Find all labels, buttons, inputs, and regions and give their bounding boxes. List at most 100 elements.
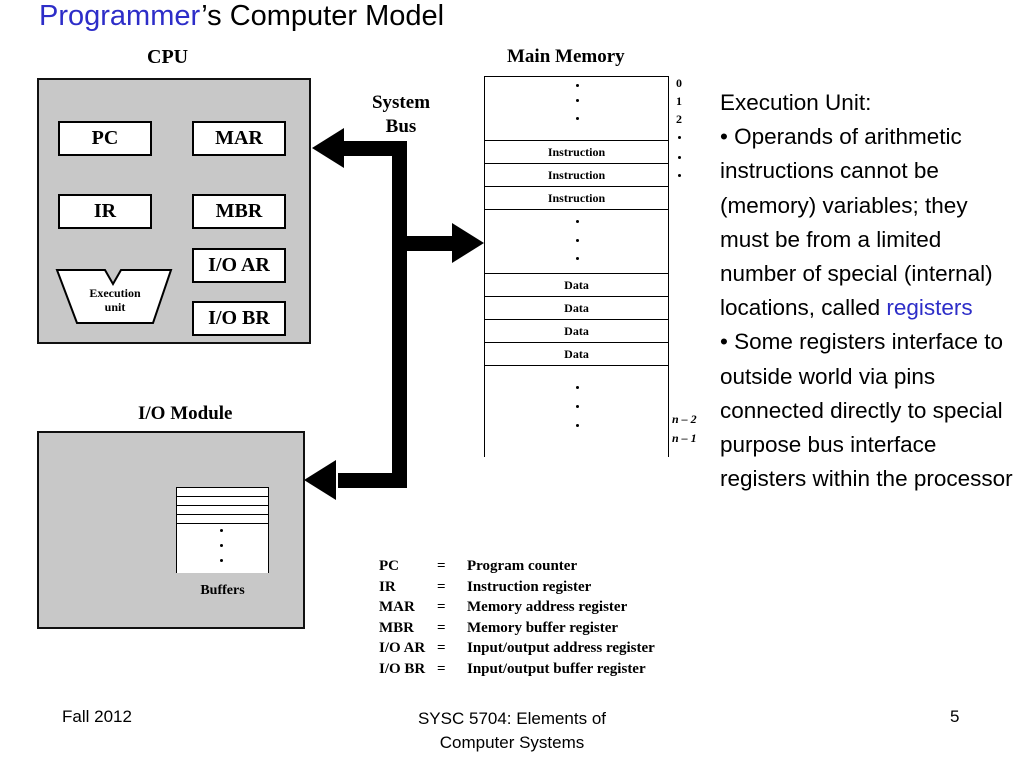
footer-course-line2: Computer Systems bbox=[439, 733, 585, 752]
memory-dot bbox=[576, 386, 579, 389]
legend-eq: = bbox=[437, 640, 446, 656]
buffer-slot bbox=[176, 523, 269, 573]
buffer-dot bbox=[220, 529, 223, 532]
memory-instruction-row: Instruction bbox=[485, 163, 668, 186]
execution-unit-line2: unit bbox=[104, 300, 126, 314]
legend-row: I/O BR = Input/output buffer register bbox=[379, 659, 655, 680]
buffer-slot bbox=[176, 487, 269, 496]
execution-unit-notes: Execution Unit: • Operands of arithmetic… bbox=[720, 86, 1020, 496]
legend-abbr: IR bbox=[379, 578, 396, 595]
memory-data-row: Data bbox=[485, 342, 668, 365]
address-dot bbox=[678, 174, 681, 177]
buffer-slot bbox=[176, 505, 269, 514]
legend-eq: = bbox=[437, 599, 446, 615]
legend-desc: Program counter bbox=[467, 558, 578, 574]
memory-dot bbox=[576, 424, 579, 427]
main-memory-label: Main Memory bbox=[507, 46, 625, 67]
address-1: 1 bbox=[676, 94, 682, 108]
address-n-1: n – 1 bbox=[672, 431, 697, 445]
io-module-label: I/O Module bbox=[138, 403, 233, 424]
buffer-dot bbox=[220, 544, 223, 547]
address-2: 2 bbox=[676, 112, 682, 126]
memory-instruction-row: Instruction bbox=[485, 186, 668, 209]
legend-desc: Instruction register bbox=[467, 578, 592, 595]
memory-divider bbox=[485, 365, 668, 366]
arrow-to-memory bbox=[452, 223, 484, 263]
buffer-dot bbox=[220, 559, 223, 562]
address-dot bbox=[678, 156, 681, 159]
title-accent: Programmer bbox=[39, 0, 202, 32]
arrow-to-cpu bbox=[312, 128, 344, 168]
title-rest: ’s Computer Model bbox=[201, 0, 445, 32]
address-0: 0 bbox=[676, 76, 682, 90]
memory-dot bbox=[576, 257, 579, 260]
memory-instruction-row: Instruction bbox=[485, 140, 668, 163]
buffer-slot bbox=[176, 496, 269, 505]
buffers-block: Buffers bbox=[176, 487, 269, 607]
legend-desc: Input/output address register bbox=[467, 640, 655, 656]
footer-date: Fall 2012 bbox=[62, 707, 132, 726]
bus-branch-io bbox=[338, 473, 400, 488]
notes-bullet-registers: • Operands of arithmetic instructions ca… bbox=[720, 120, 1020, 325]
cpu-label: CPU bbox=[147, 46, 189, 68]
register-legend: PC = Program counter IR = Instruction regist… bbox=[379, 556, 655, 679]
address-n-2: n – 2 bbox=[672, 412, 697, 426]
memory-dot bbox=[576, 99, 579, 102]
legend-abbr: PC bbox=[379, 558, 399, 574]
legend-desc: Input/output buffer register bbox=[467, 660, 646, 677]
footer-course: SYSC 5704: Elements of Computer Systems bbox=[362, 707, 662, 755]
slide-title: Programmer’s Computer Model bbox=[39, 0, 444, 33]
memory-dot bbox=[576, 239, 579, 242]
execution-unit-shape bbox=[55, 269, 173, 324]
legend-row: IR = Instruction register bbox=[379, 577, 655, 598]
legend-eq: = bbox=[437, 578, 446, 595]
memory-dot bbox=[576, 220, 579, 223]
notes-bullet1-text: • Operands of arithmetic instructions ca… bbox=[720, 124, 993, 321]
footer-page-number: 5 bbox=[950, 707, 960, 726]
memory-divider bbox=[485, 209, 668, 210]
system-bus-label: System Bus bbox=[362, 91, 440, 139]
notes-heading: Execution Unit: bbox=[720, 90, 872, 115]
legend-eq: = bbox=[437, 558, 446, 574]
legend-row: MAR = Memory address register bbox=[379, 597, 655, 618]
execution-unit-label: Execution unit bbox=[78, 286, 152, 314]
legend-row: I/O AR = Input/output address register bbox=[379, 638, 655, 659]
notes-bullet-interface: • Some registers interface to outside wo… bbox=[720, 329, 1013, 492]
system-bus-line1: System bbox=[371, 92, 431, 113]
bus-branch-memory bbox=[400, 236, 456, 251]
legend-abbr: I/O BR bbox=[379, 660, 426, 677]
arrow-to-io bbox=[304, 460, 336, 500]
legend-desc: Memory address register bbox=[467, 599, 628, 615]
system-bus-line2: Bus bbox=[385, 116, 417, 137]
memory-dot bbox=[576, 84, 579, 87]
address-dot bbox=[678, 136, 681, 139]
bus-branch-cpu bbox=[338, 141, 400, 156]
buffers-label: Buffers bbox=[200, 583, 245, 598]
mbr-register: MBR bbox=[192, 194, 286, 229]
pc-register: PC bbox=[58, 121, 152, 156]
mar-register: MAR bbox=[192, 121, 286, 156]
memory-data-row: Data bbox=[485, 296, 668, 319]
footer-course-line1: SYSC 5704: Elements of bbox=[417, 709, 607, 728]
legend-eq: = bbox=[437, 660, 446, 677]
ioar-register: I/O AR bbox=[192, 248, 286, 283]
legend-abbr: MBR bbox=[379, 619, 414, 636]
legend-desc: Memory buffer register bbox=[467, 619, 619, 636]
legend-row: MBR = Memory buffer register bbox=[379, 618, 655, 639]
iobr-register: I/O BR bbox=[192, 301, 286, 336]
bus-vertical-line bbox=[392, 141, 407, 488]
memory-dot bbox=[576, 117, 579, 120]
legend-abbr: I/O AR bbox=[379, 640, 426, 656]
notes-registers-term: registers bbox=[886, 295, 973, 321]
legend-row: PC = Program counter bbox=[379, 556, 655, 577]
legend-eq: = bbox=[437, 619, 446, 636]
main-memory-block: Instruction Instruction Instruction Data… bbox=[484, 76, 669, 457]
legend-abbr: MAR bbox=[379, 599, 415, 615]
memory-data-row: Data bbox=[485, 319, 668, 342]
buffer-slot bbox=[176, 514, 269, 523]
memory-data-row: Data bbox=[485, 273, 668, 296]
memory-dot bbox=[576, 405, 579, 408]
execution-unit-line1: Execution bbox=[89, 286, 141, 300]
ir-register: IR bbox=[58, 194, 152, 229]
